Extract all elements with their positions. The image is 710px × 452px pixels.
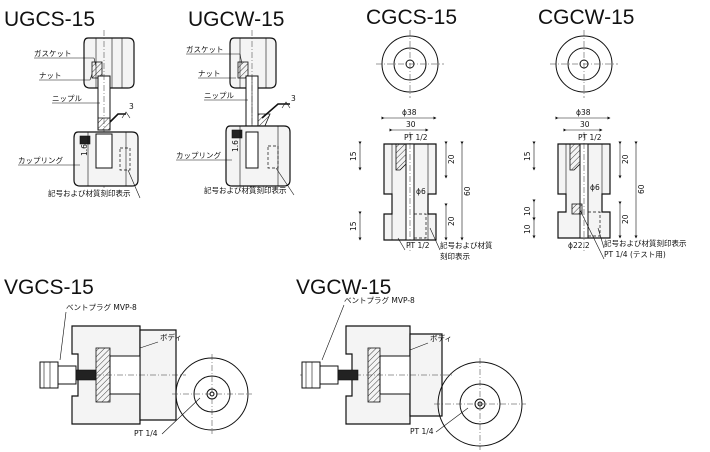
cgcs-label-marking-2: 刻印表示 xyxy=(440,251,470,261)
cgcs-dim-dia38: ϕ38 xyxy=(402,108,417,117)
cgcw-dim-dia38: ϕ38 xyxy=(576,108,591,117)
vgcw-title: VGCW-15 xyxy=(296,276,391,299)
cgcs-side-view xyxy=(383,132,437,252)
ugcw-label-coupling: カップリング xyxy=(176,150,221,160)
cgcw-dim-10b: 10 xyxy=(523,224,532,234)
vgcs-label-pt: PT 1/4 xyxy=(134,429,158,438)
ugcw-label-marking: 記号および材質刻印表示 xyxy=(204,185,287,195)
ugcs-weld-mark xyxy=(109,113,126,123)
ugcs-nipple xyxy=(97,30,111,188)
vgcw-drawing: VGCW-15 ベントプラグ MVP-8 ボディ PT 1/4 xyxy=(296,276,526,450)
cgcw-top-view xyxy=(550,30,618,98)
vgcw-label-body: ボディ xyxy=(430,333,452,343)
cgcw-label-marking: 記号および材質刻印表示 xyxy=(604,238,687,248)
vgcs-body xyxy=(40,325,186,425)
ugcw-coupling xyxy=(225,125,291,187)
cgcs-dim-dia6: ϕ6 xyxy=(416,187,426,196)
ugcs-coupling xyxy=(73,131,139,187)
cgcw-dim-20a: 20 xyxy=(621,154,630,164)
ugcw-title: UGCW-15 xyxy=(188,8,284,31)
cgcw-dim-dia6: ϕ6 xyxy=(590,183,600,192)
cgcs-label-pt-bottom: PT 1/2 xyxy=(406,241,430,250)
ugcs-label-marking: 記号および材質刻印表示 xyxy=(48,188,131,198)
cgcs-dim-60: 60 xyxy=(463,186,472,196)
cgcs-dim-20b: 20 xyxy=(447,216,456,226)
vgcs-drawing: VGCS-15 ベントプラグ MVP-8 ボディ PT 1/4 xyxy=(4,276,252,438)
cgcw-dim-60: 60 xyxy=(637,184,646,194)
vgcs-label-vent-plug: ベントプラグ MVP-8 xyxy=(66,302,137,312)
vgcs-label-body: ボディ xyxy=(160,332,182,342)
vgcw-vent-plug xyxy=(301,361,359,389)
vgcs-title: VGCS-15 xyxy=(4,276,94,299)
vgcw-label-vent-plug: ベントプラグ MVP-8 xyxy=(344,295,415,305)
ugcs-label-nut: ナット xyxy=(39,71,62,80)
ugcw-label-nut: ナット xyxy=(198,69,221,78)
cgcs-title: CGCS-15 xyxy=(366,6,457,29)
vgcw-body xyxy=(300,325,452,425)
cgcw-dim-20b: 20 xyxy=(621,214,630,224)
vgcw-label-pt: PT 1/4 xyxy=(410,427,434,436)
vgcw-end-view xyxy=(434,358,526,450)
cgcs-dim-30: 30 xyxy=(406,120,416,129)
ugcs-label-gasket: ガスケット xyxy=(34,48,72,58)
cgcw-dim-30: 30 xyxy=(580,120,590,129)
ugcs-title: UGCS-15 xyxy=(4,8,95,31)
cgcs-dim-15a: 15 xyxy=(349,151,358,161)
ugcw-weld-mark xyxy=(261,103,290,119)
ugcw-weld-size: 3 xyxy=(291,94,296,103)
ugcw-label-nipple: ニップル xyxy=(204,91,234,100)
cgcw-title: CGCW-15 xyxy=(538,6,634,29)
vgcs-end-view xyxy=(172,354,252,434)
ugcs-dim-1-6: 1.6 xyxy=(80,144,89,156)
cgcw-dim-15: 15 xyxy=(523,151,532,161)
ugcw-dim-1-6: 1.6 xyxy=(231,140,240,152)
vgcs-vent-plug xyxy=(39,361,97,389)
cgcw-label-pt-test: PT 1/4 (テスト用) xyxy=(604,250,666,259)
ugcw-label-gasket: ガスケット xyxy=(186,44,224,54)
cgcw-label-pt-top: PT 1/2 xyxy=(578,133,602,142)
ugcs-drawing: UGCS-15 3 1.6 ガスケット xyxy=(4,8,141,199)
cgcw-drawing: CGCW-15 ϕ38 30 PT 1/2 15 10 10 xyxy=(523,6,687,260)
cgcs-label-pt-top: PT 1/2 xyxy=(404,133,428,142)
cgcs-label-marking-1: 記号および材質 xyxy=(440,240,493,250)
cgcs-drawing: CGCS-15 ϕ38 30 PT 1/2 15 15 xyxy=(349,6,493,261)
ugcs-label-nipple: ニップル xyxy=(52,94,82,103)
ugcs-label-coupling: カップリング xyxy=(18,155,63,165)
cgcw-side-view xyxy=(557,132,611,252)
ugcs-gasket-part xyxy=(91,61,103,79)
cgcw-dim-10a: 10 xyxy=(523,206,532,216)
cgcw-dim-dia22-2: ϕ22.2 xyxy=(568,241,590,250)
ugcw-drawing: UGCW-15 3 1.6 ガスケット ナット ニップル xyxy=(176,8,296,196)
cgcs-dim-15b: 15 xyxy=(349,221,358,231)
cgcs-dim-20a: 20 xyxy=(447,154,456,164)
ugcs-weld-size: 3 xyxy=(129,102,134,111)
cgcs-top-view xyxy=(376,30,444,98)
ugcw-gasket-part xyxy=(237,61,249,79)
